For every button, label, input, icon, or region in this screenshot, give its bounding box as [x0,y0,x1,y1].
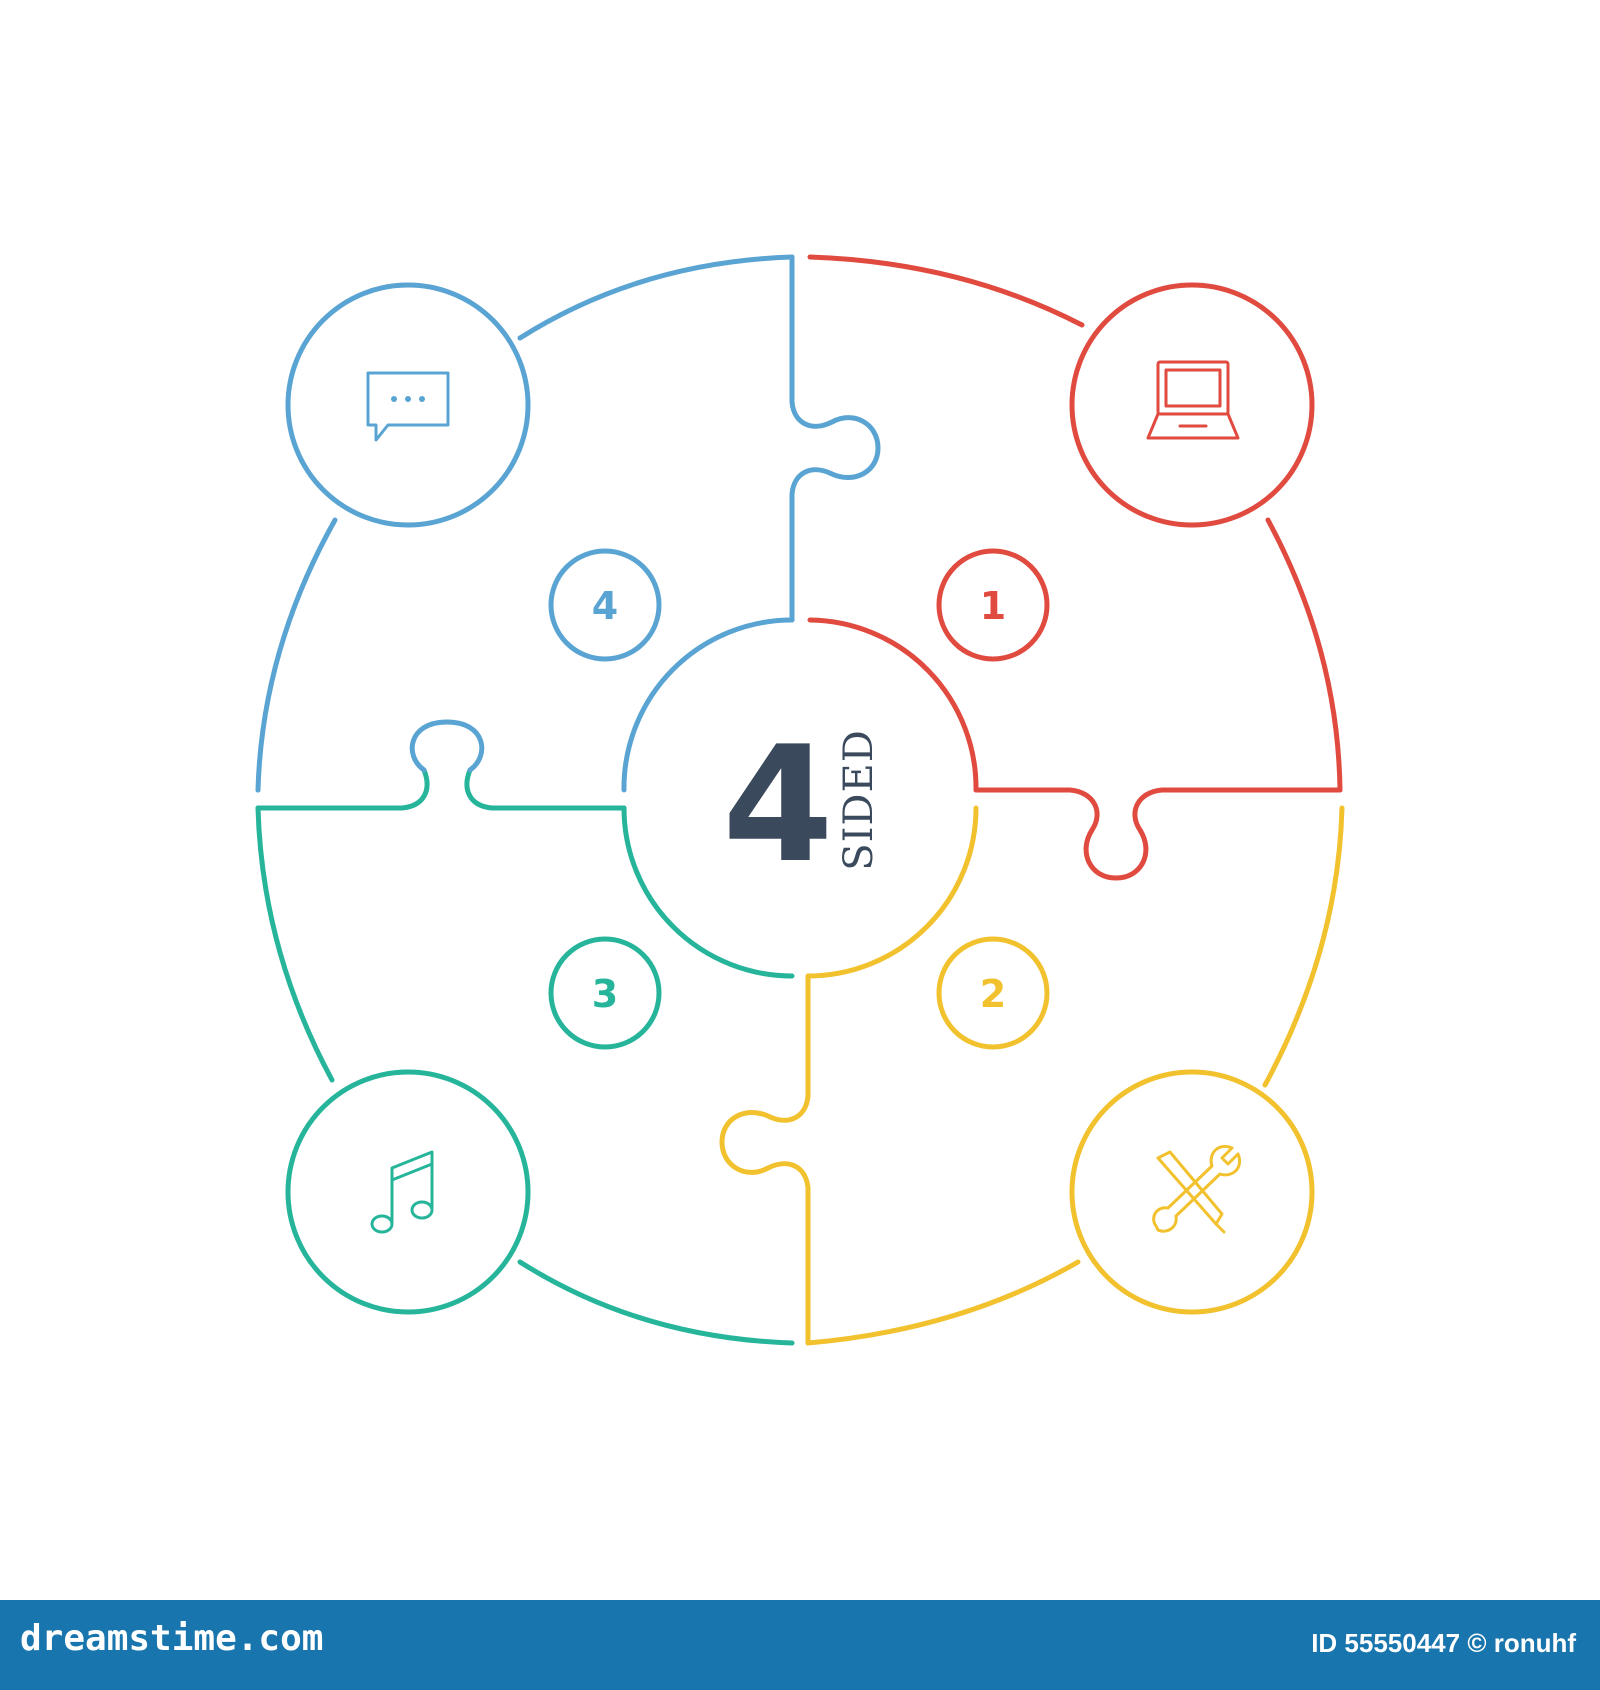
number-circle-1 [936,548,1050,662]
piece-2-outer-arc-lower [805,1259,1081,1346]
footer-bar: dreamstime.com ID 55550447 © ronuhf [0,1600,1600,1690]
number-label-1: 1 [980,584,1006,628]
chat-dots [391,396,425,402]
icon-circle-1 [1069,282,1315,528]
puzzle-diagram: 1 2 3 4 4 SIDED [255,254,1345,1346]
piece-3-top-edge [255,767,430,811]
center-word: SIDED [836,729,882,871]
icon-circle-4 [285,282,531,528]
piece-4-inner-arc [621,617,795,793]
number-label-2: 2 [980,972,1006,1016]
piece-3-tab-edge [464,767,627,811]
piece-4-bottom-tab [409,719,485,773]
number-circle-2 [936,936,1050,1050]
piece-2-inner-arc [805,805,979,979]
piece-1-outer-arc-lower [1265,517,1343,793]
piece-4-outer-arc-lower [255,517,338,793]
piece-3-outer-arc [517,1259,795,1346]
music-note-icon [370,1150,434,1234]
footer-credit: ID 55550447 © ronuhf [1311,1628,1576,1658]
piece-1-bottom-edge [973,787,1343,881]
wrench-screwdriver-icon [1152,1145,1241,1234]
puzzle-piece-1 [807,254,1343,881]
chat-bubble-icon [366,371,450,442]
puzzle-piece-3 [255,767,795,1346]
icon-circle-2 [1069,1069,1315,1315]
piece-1-inner-arc [807,617,979,793]
number-label-3: 3 [592,972,618,1016]
piece-3-inner-arc [621,805,795,979]
number-circle-4 [548,548,662,662]
piece-3-outer-arc-lower [255,805,335,1083]
piece-4-outer-arc [517,254,795,341]
piece-1-outer-arc [807,254,1085,328]
puzzle-piece-4 [255,254,881,793]
number-label-4: 4 [592,584,618,628]
center-number: 4 [722,711,833,898]
icon-circle-3 [285,1069,531,1315]
piece-4-right-edge [789,254,881,623]
footer-brand[interactable]: dreamstime.com [20,1618,324,1659]
puzzle-piece-2 [719,805,1345,1346]
laptop-icon [1146,360,1240,440]
number-circle-3 [548,936,662,1050]
piece-2-left-edge [719,973,811,1346]
piece-2-outer-arc [1262,805,1345,1088]
